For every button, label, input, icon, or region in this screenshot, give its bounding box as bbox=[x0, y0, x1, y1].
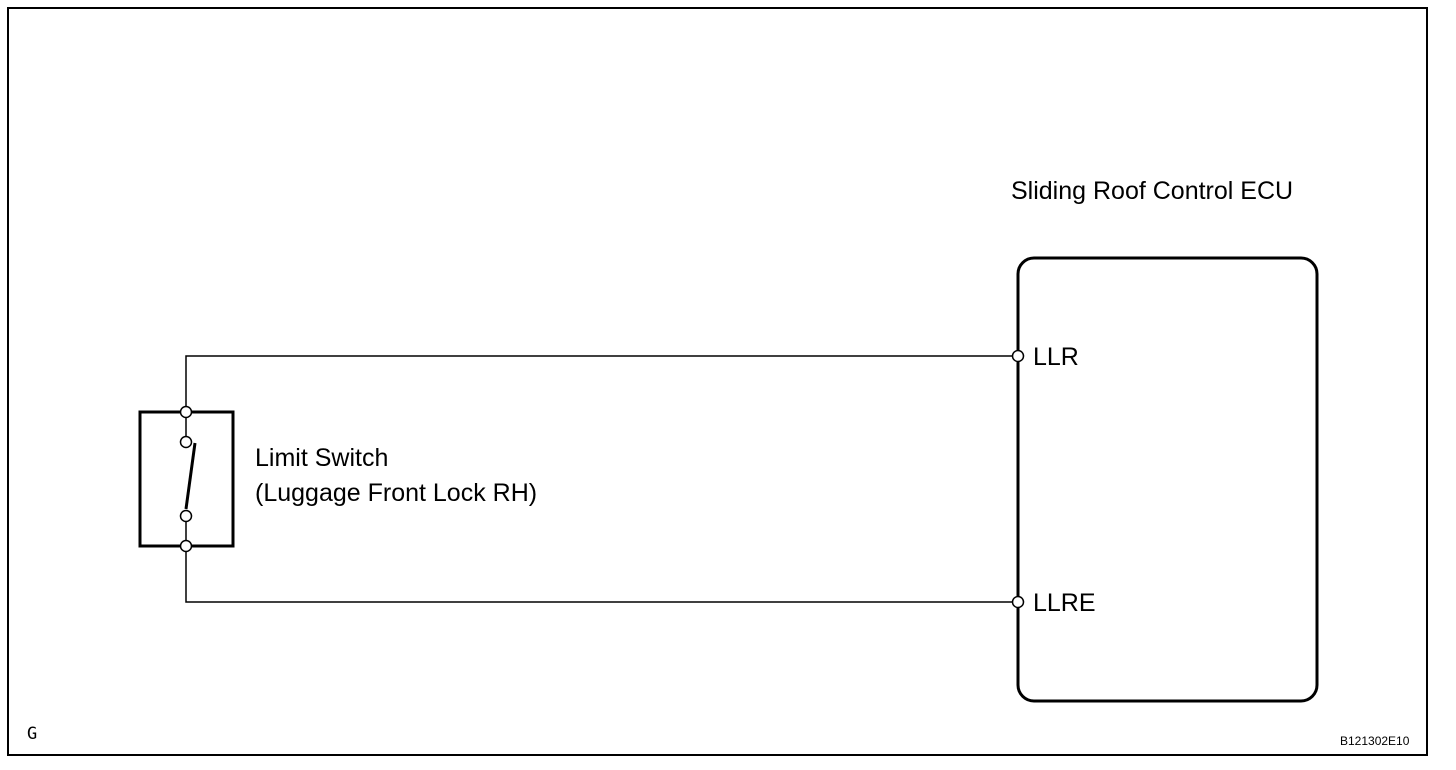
switch-contact-upper bbox=[179, 435, 193, 449]
switch-terminal-top bbox=[179, 405, 193, 419]
switch-blade bbox=[184, 442, 197, 510]
figure-id: B121302E10 bbox=[1340, 734, 1410, 748]
ecu-title: Sliding Roof Control ECU bbox=[1011, 177, 1294, 205]
ecu-pin-llre-label: LLRE bbox=[1033, 589, 1096, 617]
switch-title: Limit Switch bbox=[255, 444, 389, 472]
switch-subtitle: (Luggage Front Lock RH) bbox=[255, 479, 538, 507]
diagram-frame bbox=[7, 7, 1428, 756]
wire-top bbox=[185, 355, 1013, 412]
ecu-pin-llr-terminal bbox=[1011, 349, 1025, 363]
wire-bottom bbox=[185, 546, 1013, 603]
ecu-pin-llre-terminal bbox=[1011, 595, 1025, 609]
switch-contact-lower bbox=[179, 509, 193, 523]
corner-letter: G bbox=[27, 724, 38, 744]
ecu-box bbox=[1016, 256, 1319, 703]
switch-terminal-bottom bbox=[179, 539, 193, 553]
ecu-pin-llr-label: LLR bbox=[1033, 343, 1079, 371]
